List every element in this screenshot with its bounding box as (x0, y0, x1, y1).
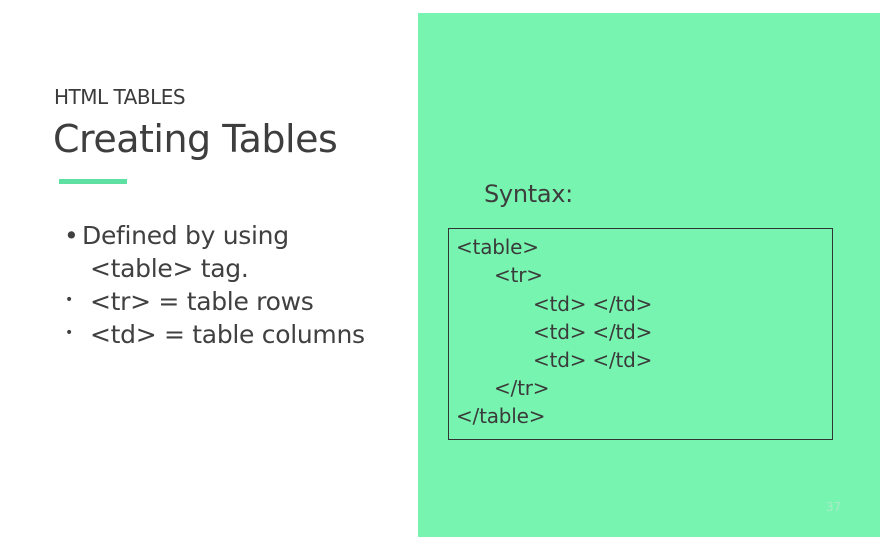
bullet-marker: • (65, 325, 73, 341)
code-line: </tr> (494, 376, 550, 400)
syntax-panel (418, 13, 880, 537)
code-line: <tr> (494, 263, 543, 287)
code-box (448, 228, 833, 440)
bullet-marker: • (64, 221, 79, 250)
syntax-label: Syntax: (484, 180, 573, 208)
bullet-list: • Defined by using <table> tag. • <tr> =… (64, 219, 409, 351)
bullet-text-continued: <table> tag. (90, 254, 249, 283)
bullet-text: <tr> = table rows (90, 287, 314, 316)
page-number: 37 (826, 500, 842, 514)
code-line: <table> (456, 235, 539, 259)
code-line: </table> (456, 404, 546, 428)
code-line: <td> </td> (533, 292, 653, 316)
bullet-item: • <tr> = table rows (64, 285, 409, 318)
section-label: HTML TABLES (54, 85, 186, 109)
slide-title: Creating Tables (53, 117, 338, 161)
bullet-item: • Defined by using <table> tag. (64, 219, 409, 285)
bullet-text: <td> = table columns (90, 320, 365, 349)
accent-bar (59, 179, 127, 184)
bullet-item: • <td> = table columns (64, 318, 409, 351)
bullet-text: Defined by using (82, 221, 289, 250)
code-line: <td> </td> (533, 348, 653, 372)
code-line: <td> </td> (533, 320, 653, 344)
bullet-marker: • (65, 292, 73, 308)
